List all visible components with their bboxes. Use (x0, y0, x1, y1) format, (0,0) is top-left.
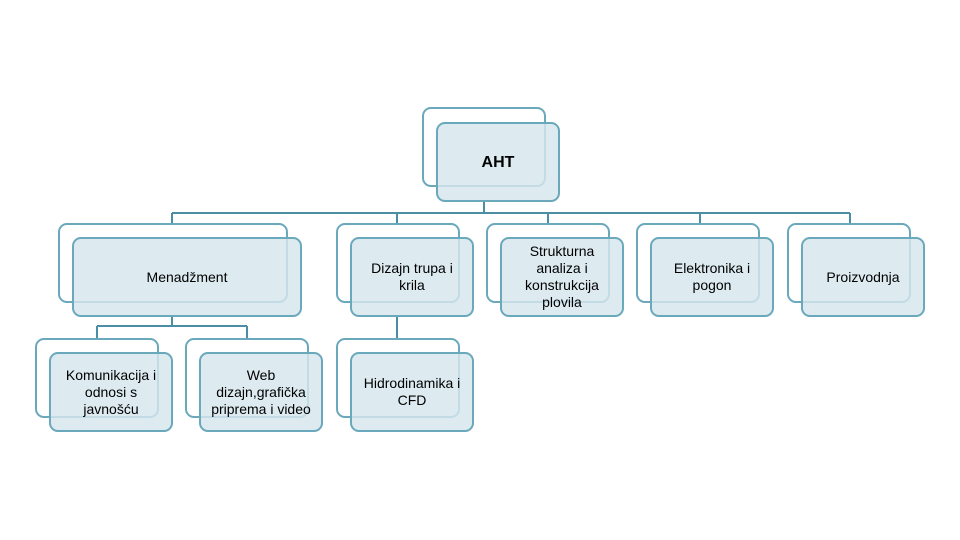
node-proizvodnja: Proizvodnja (801, 237, 925, 317)
node-label: Hidrodinamika i CFD (363, 375, 461, 408)
node-label: Dizajn trupa i krila (371, 260, 453, 293)
node-strukturna: Strukturna analiza i konstrukcija plovil… (500, 237, 624, 317)
node-label: Strukturna analiza i konstrukcija plovil… (525, 243, 599, 310)
node-hidrodinamika: Hidrodinamika i CFD (350, 352, 474, 432)
node-elektronika: Elektronika i pogon (650, 237, 774, 317)
node-label: Elektronika i pogon (673, 260, 751, 293)
node-dizajn-trupa: Dizajn trupa i krila (350, 237, 474, 317)
node-label: Menadžment (146, 268, 228, 285)
node-web-dizajn: Web dizajn,grafička priprema i video (199, 352, 323, 432)
node-label: Komunikacija i odnosi s javnošću (65, 366, 157, 417)
node-label: AHT (481, 153, 515, 171)
node-label: Proizvodnja (826, 268, 900, 285)
node-label: Web dizajn,grafička priprema i video (211, 366, 311, 417)
node-komunikacija: Komunikacija i odnosi s javnošću (49, 352, 173, 432)
node-menadzment: Menadžment (72, 237, 302, 317)
node-root: AHT (436, 122, 560, 202)
